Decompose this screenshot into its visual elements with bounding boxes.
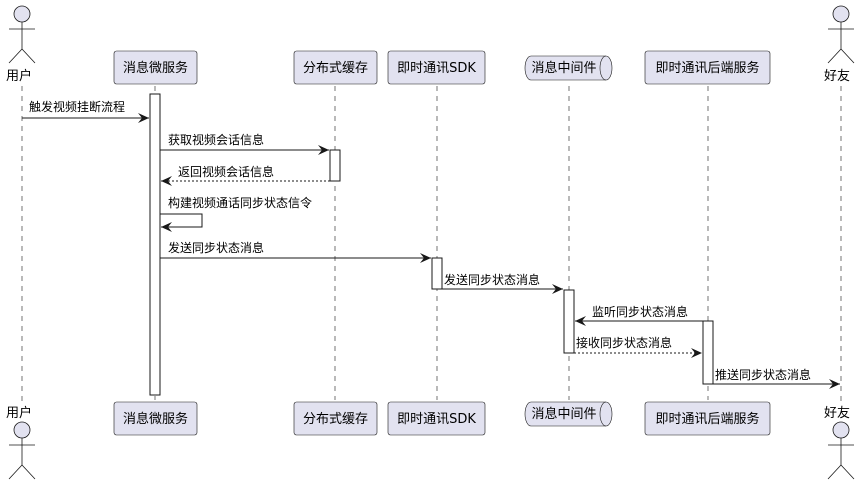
message-arrow <box>160 213 203 232</box>
participant-msgsvc-bottom[interactable]: 消息微服务 <box>113 401 198 436</box>
message-label: 触发视频挂断流程 <box>29 99 125 114</box>
actor-stick-figure-icon <box>8 5 36 64</box>
activation-msgsvc <box>149 93 161 396</box>
actor-friend-top[interactable]: 好友 <box>824 5 855 84</box>
participant-sdk-bottom[interactable]: 即时通讯SDK <box>387 401 486 436</box>
activations <box>149 93 714 396</box>
actor-user-top[interactable]: 用户 <box>6 5 36 84</box>
participant-label: 好友 <box>824 68 850 84</box>
message-1[interactable]: 触发视频挂断流程 <box>22 99 149 123</box>
message-label: 返回视频会话信息 <box>178 164 274 179</box>
participant-mq-bottom[interactable]: 消息中间件 <box>524 401 613 427</box>
participant-label: 消息微服务 <box>123 60 188 76</box>
participant-sdk-top[interactable]: 即时通讯SDK <box>387 50 486 85</box>
message-label: 接收同步状态消息 <box>576 335 672 350</box>
messages: 触发视频挂断流程 获取视频会话信息 返回视频会话信息 构建视频通话同步状态信令 … <box>22 99 840 389</box>
actor-stick-figure-icon <box>827 421 855 480</box>
actor-user-bottom[interactable]: 用户 <box>6 405 36 480</box>
message-9[interactable]: 推送同步状态消息 <box>713 367 840 389</box>
participant-label: 用户 <box>6 405 32 421</box>
participant-label: 分布式缓存 <box>303 412 368 427</box>
actor-friend-bottom[interactable]: 好友 <box>824 405 855 480</box>
lifelines <box>21 86 842 405</box>
participant-label: 好友 <box>824 405 850 421</box>
participant-cache-bottom[interactable]: 分布式缓存 <box>293 401 378 436</box>
activation-mq <box>563 289 575 354</box>
participant-label: 即时通讯SDK <box>397 61 476 76</box>
queue-cylinder-icon <box>524 55 613 81</box>
participant-label: 分布式缓存 <box>303 61 368 76</box>
participant-label: 即时通讯后端服务 <box>655 411 759 427</box>
actor-stick-figure-icon <box>8 421 36 480</box>
message-label: 发送同步状态消息 <box>444 272 540 287</box>
message-8[interactable]: 接收同步状态消息 <box>574 335 702 358</box>
participant-mq-top[interactable]: 消息中间件 <box>524 55 613 81</box>
participants-bottom: 用户 消息微服务 分布式缓存 即时通讯SDK 消 <box>6 401 855 480</box>
participant-label: 消息中间件 <box>531 406 596 422</box>
message-3[interactable]: 返回视频会话信息 <box>161 164 330 186</box>
message-5[interactable]: 发送同步状态消息 <box>160 240 431 263</box>
participant-cache-top[interactable]: 分布式缓存 <box>293 50 378 85</box>
message-label: 获取视频会话信息 <box>168 132 264 147</box>
participant-msgsvc-top[interactable]: 消息微服务 <box>113 50 198 85</box>
message-label: 推送同步状态消息 <box>715 367 811 382</box>
participant-label: 即时通讯SDK <box>397 412 476 427</box>
actor-stick-figure-icon <box>827 5 855 64</box>
participants-top: 用户 消息微服务 分布式缓存 即时通讯SDK 消息中间件 即时通讯后端服务 <box>6 5 855 85</box>
message-label: 构建视频通话同步状态信令 <box>168 195 312 210</box>
message-label: 监听同步状态消息 <box>592 304 688 319</box>
queue-cylinder-icon <box>524 401 613 427</box>
message-4[interactable]: 构建视频通话同步状态信令 <box>160 195 312 232</box>
message-7[interactable]: 监听同步状态消息 <box>575 304 703 326</box>
participant-label: 消息微服务 <box>123 411 188 427</box>
activation-sdk <box>431 257 443 290</box>
participant-imsvc-bottom[interactable]: 即时通讯后端服务 <box>644 401 771 436</box>
message-2[interactable]: 获取视频会话信息 <box>160 132 329 155</box>
message-label: 发送同步状态消息 <box>168 240 264 255</box>
activation-imsvc <box>702 320 714 385</box>
participant-label: 用户 <box>6 68 32 84</box>
participant-imsvc-top[interactable]: 即时通讯后端服务 <box>644 50 771 85</box>
message-6[interactable]: 发送同步状态消息 <box>442 272 563 294</box>
participant-label: 即时通讯后端服务 <box>655 60 759 76</box>
participant-label: 消息中间件 <box>531 60 596 76</box>
activation-cache <box>329 149 341 182</box>
